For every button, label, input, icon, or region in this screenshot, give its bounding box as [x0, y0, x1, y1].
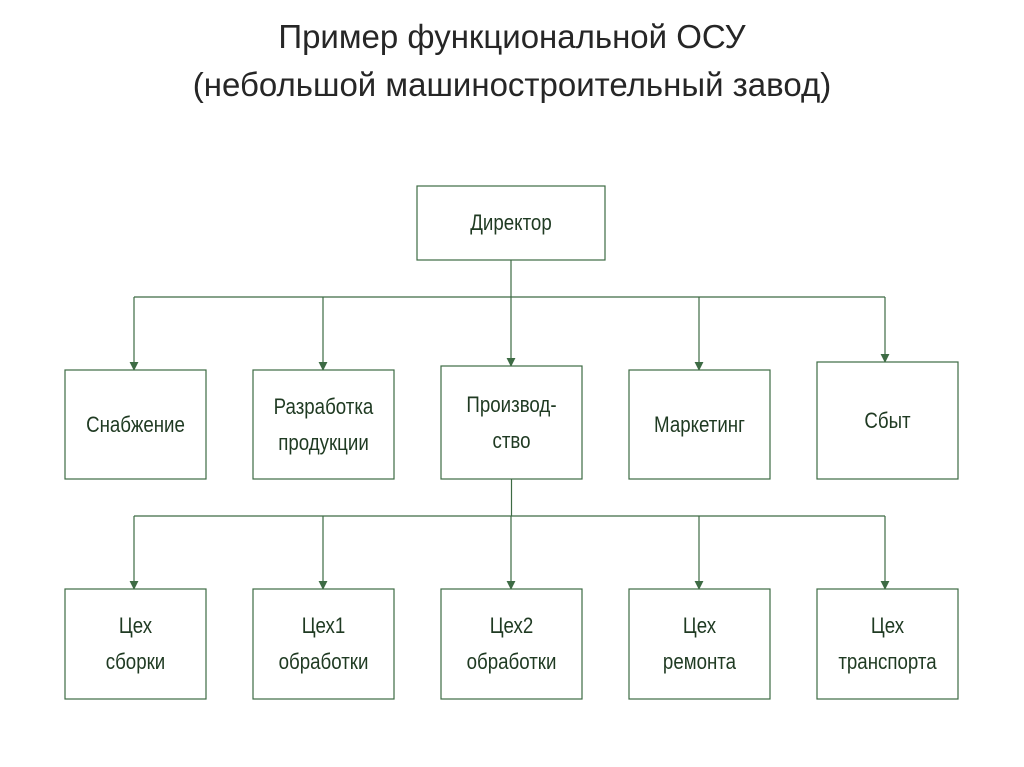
dept-box-production: [440, 365, 583, 480]
dept-box-supply: [64, 369, 207, 480]
dept-label-production: Производ- ство: [466, 391, 557, 453]
dept-box-marketing: [628, 369, 771, 480]
page-title: Пример функциональной ОСУ: [278, 18, 746, 55]
dept-label-supply: Снабжение: [86, 411, 185, 437]
workshop-box-machining1: [252, 588, 395, 700]
workshop-label-repair: Цех ремонта: [662, 613, 737, 674]
workshop-box-repair: [628, 588, 771, 700]
dept-label-rnd: Разработка продукции: [273, 393, 374, 455]
director-label: Директор: [470, 210, 552, 235]
workshop-label-machining2: Цех2 обработки: [466, 613, 557, 674]
workshop-box-machining2: [440, 588, 583, 700]
workshop-box-transport: [816, 588, 959, 700]
dept-box-sales: [816, 361, 959, 480]
workshop-label-machining1: Цех1 обработки: [278, 613, 369, 674]
dept-label-marketing: Маркетинг: [654, 411, 745, 437]
workshop-box-assembly: [64, 588, 207, 700]
page-subtitle: (небольшой машиностроительный завод): [192, 66, 832, 103]
director-box: [416, 185, 606, 261]
dept-box-rnd: [252, 369, 395, 480]
workshop-label-assembly: Цех сборки: [105, 613, 166, 674]
workshop-label-transport: Цех транспорта: [838, 613, 937, 674]
boxes: [64, 185, 959, 700]
connectors: [129, 260, 890, 590]
dept-label-sales: Сбыт: [864, 407, 911, 433]
